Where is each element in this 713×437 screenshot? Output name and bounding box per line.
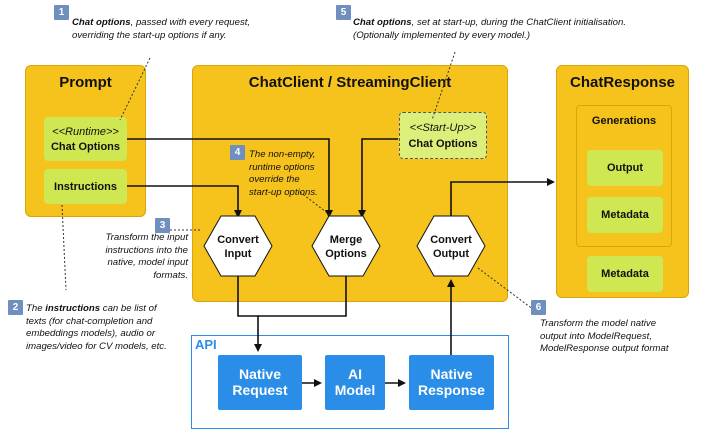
- note-5-text: , set at start-up, during the ChatClient…: [411, 17, 626, 28]
- chatresponse-panel: ChatResponse Generations Output Metadata…: [556, 65, 689, 298]
- native-request-line2: Request: [232, 381, 288, 398]
- note-6-line1: Transform the model native: [540, 318, 657, 329]
- note-6-line3: ModelResponse output format: [540, 343, 669, 355]
- note-1-line2: overriding the start-up options if any.: [72, 29, 227, 41]
- output-label: Output: [606, 162, 644, 174]
- generation-metadata-label: Metadata: [601, 209, 649, 221]
- ai-model-line2: Model: [334, 381, 376, 398]
- runtime-chat-options-label: Chat Options: [50, 140, 121, 153]
- note-2-text: can be list of: [100, 303, 157, 314]
- convert-input-label: Convert Input: [204, 233, 272, 262]
- startup-chat-options-box: <<Start-Up>> Chat Options: [399, 112, 487, 159]
- callout-line-2: [61, 204, 67, 291]
- runtime-stereotype-label: <<Runtime>>: [52, 125, 119, 138]
- prompt-panel: Prompt <<Runtime>> Chat Options Instruct…: [25, 65, 146, 217]
- note-6-badge: 6: [531, 300, 546, 315]
- convert-output-hexagon: [416, 215, 486, 277]
- note-5: Chat options, set at start-up, during th…: [353, 17, 693, 42]
- startup-stereotype-label: <<Start-Up>>: [409, 121, 477, 134]
- response-metadata-box: Metadata: [587, 256, 663, 292]
- note-4-line2: runtime options: [249, 161, 315, 173]
- native-request-line1: Native: [238, 366, 281, 383]
- arrow-convert-output-to-response: [450, 178, 555, 216]
- note-2-line3: embeddings models), audio or: [26, 328, 156, 340]
- note-3: Transform the input instructions into th…: [78, 232, 188, 283]
- callout-line-6: [477, 267, 543, 317]
- note-1: Chat options, passed with every request,…: [72, 17, 372, 42]
- note-5-bold: Chat options: [353, 17, 412, 28]
- note-6: Transform the model native output into M…: [540, 318, 710, 356]
- note-2-bold: instructions: [45, 303, 101, 314]
- merge-options-line1: Merge: [329, 234, 363, 246]
- merge-options-label: Merge Options: [312, 233, 380, 262]
- convert-output-label: Convert Output: [417, 233, 485, 262]
- generation-metadata-box: Metadata: [587, 197, 663, 233]
- note-4: The non-empty, runtime options override …: [249, 149, 339, 200]
- note-5-badge: 5: [336, 5, 351, 20]
- callout-line-5: [431, 51, 456, 121]
- convert-input-line1: Convert: [217, 234, 259, 246]
- note-3-badge: 3: [155, 218, 170, 233]
- chatresponse-title: ChatResponse: [569, 74, 676, 91]
- prompt-title: Prompt: [59, 74, 112, 91]
- output-box: Output: [587, 150, 663, 186]
- note-2-pre: The: [26, 303, 46, 314]
- merge-options-line2: Options: [325, 248, 367, 261]
- ai-model-line1: AI: [347, 366, 362, 383]
- convert-input-line2: Input: [224, 248, 252, 261]
- arrow-runtime-to-merge: [127, 138, 333, 218]
- generations-label: Generations: [591, 115, 657, 127]
- note-2: The instructions can be list of texts (f…: [26, 303, 196, 354]
- note-1-badge: 1: [54, 5, 69, 20]
- api-frame: API: [191, 335, 509, 429]
- note-2-badge: 2: [8, 300, 23, 315]
- merge-options-hexagon: [311, 215, 381, 277]
- instructions-label: Instructions: [54, 180, 117, 193]
- native-response-line1: Native: [430, 366, 473, 383]
- note-3-line3: native, model input: [107, 257, 188, 269]
- convert-input-hexagon: [203, 215, 273, 277]
- chatclient-title: ChatClient / StreamingClient: [248, 74, 452, 91]
- note-1-text: , passed with every request,: [130, 17, 251, 28]
- note-4-line4: start-up options.: [249, 186, 318, 198]
- note-4-line1: The non-empty,: [249, 149, 316, 160]
- convert-output-line1: Convert: [430, 234, 472, 246]
- response-metadata-label: Metadata: [601, 268, 649, 280]
- startup-chat-options-label: Chat Options: [408, 137, 478, 150]
- instructions-box: Instructions: [44, 169, 127, 204]
- runtime-chat-options-box: <<Runtime>> Chat Options: [44, 117, 127, 161]
- api-label: API: [195, 337, 217, 352]
- arrow-convert-input-to-request: [237, 276, 262, 352]
- note-6-line2: output into ModelRequest,: [540, 330, 653, 342]
- note-2-line2: texts (for chat-completion and: [26, 315, 153, 327]
- note-2-line4: images/video for CV models, etc.: [26, 340, 167, 352]
- note-4-line3: override the: [249, 174, 300, 186]
- note-3-line4: formats.: [153, 269, 188, 281]
- generations-frame: Generations: [576, 105, 672, 247]
- convert-output-line2: Output: [432, 248, 470, 261]
- note-3-line2: instructions into the: [105, 244, 188, 256]
- arrow-instructions-to-convert-input: [127, 185, 242, 218]
- note-3-line1: Transform the input: [105, 232, 188, 243]
- note-1-bold: Chat options: [72, 17, 131, 28]
- line-merge-to-request: [258, 276, 347, 317]
- callout-line-1: [119, 57, 151, 121]
- native-response-line2: Response: [418, 381, 485, 398]
- note-4-badge: 4: [230, 145, 245, 160]
- arrow-startup-to-merge: [358, 138, 398, 218]
- note-5-line2: (Optionally implemented by every model.): [353, 29, 531, 41]
